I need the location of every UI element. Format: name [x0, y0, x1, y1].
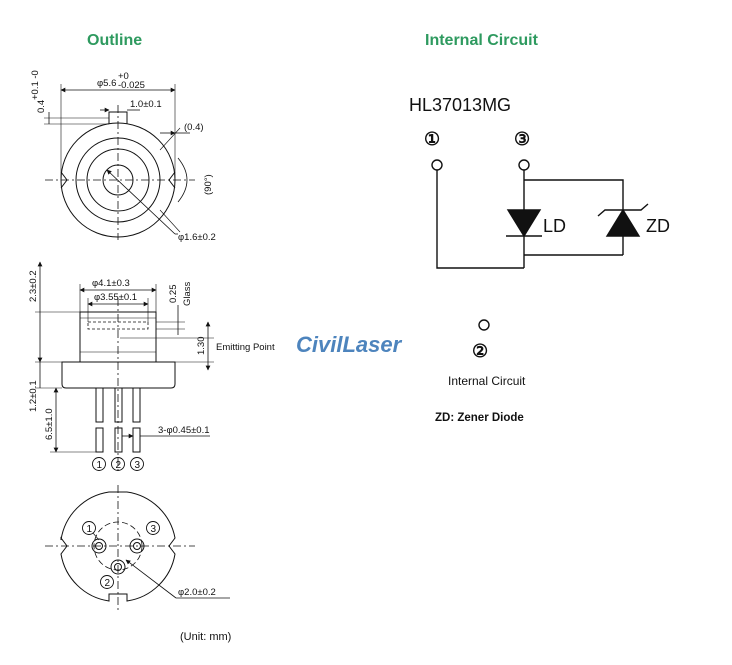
pin1-terminal	[431, 159, 443, 171]
zd-symbol	[605, 208, 641, 237]
lead-2-lower	[114, 427, 123, 453]
pin-circle-text: φ2.0±0.2	[178, 587, 216, 598]
lead-dia-text: 3-φ0.45±0.1	[158, 425, 210, 436]
angle-text: (90°)	[203, 174, 214, 195]
cap-dia-text: φ4.1±0.3	[92, 278, 130, 289]
flange-thk-text: 1.2±0.1	[28, 380, 39, 412]
wire-pin1	[436, 170, 524, 269]
outline-title: Outline	[87, 32, 143, 49]
svg-text:1: 1	[97, 460, 103, 471]
ld-symbol	[506, 209, 542, 238]
top-view	[44, 84, 195, 240]
unit-note: (Unit: mm)	[180, 631, 231, 643]
lead-2-upper	[114, 387, 123, 423]
dia-outer-tol-plus: +0	[118, 71, 129, 82]
zd-label: ZD	[646, 216, 670, 236]
lead-1-lower	[95, 427, 104, 453]
pin1-label: ①	[424, 129, 440, 149]
dia-outer-tol-minus: -0.025	[118, 80, 145, 91]
pin2-label: ②	[472, 341, 488, 361]
circuit-schematic	[431, 159, 649, 331]
lead-3-upper	[132, 387, 141, 423]
lead-1-upper	[95, 387, 104, 423]
svg-text:1: 1	[87, 524, 93, 535]
circuit-caption: Internal Circuit	[448, 374, 526, 388]
height-total-text: 2.3±0.2	[28, 270, 39, 302]
watermark-logo: CivilLaser	[296, 332, 403, 357]
emit-height-text: 1.30	[196, 337, 207, 356]
model-number: HL37013MG	[409, 95, 511, 115]
side-pin-numbers	[92, 457, 144, 471]
inner-dia-text: φ1.6±0.2	[178, 232, 216, 243]
circuit-title: Internal Circuit	[425, 32, 538, 49]
glass-label: Glass	[182, 281, 193, 306]
window-dia-text: φ3.55±0.1	[94, 292, 137, 303]
bottom-view	[45, 485, 230, 610]
glass-thk-text: 0.25	[168, 285, 179, 304]
pin3-label: ③	[514, 129, 530, 149]
svg-text:2: 2	[105, 578, 111, 589]
svg-text:3: 3	[135, 460, 141, 471]
pin2-terminal	[478, 319, 490, 331]
flange	[61, 361, 176, 389]
ld-label: LD	[543, 216, 566, 236]
side-view	[35, 261, 214, 470]
lead-3-lower	[132, 427, 141, 453]
pin3-terminal	[518, 159, 530, 171]
lead-len-text: 6.5±1.0	[44, 408, 55, 440]
svg-text:2: 2	[116, 460, 122, 471]
key-depth-text: (0.4)	[184, 122, 204, 133]
emit-label: Emitting Point	[216, 342, 275, 353]
svg-text:3: 3	[151, 524, 157, 535]
zd-legend: ZD: Zener Diode	[435, 412, 524, 424]
top-gap-tol-text: +0.1 -0	[30, 70, 41, 100]
top-gap-text: 0.4	[36, 100, 47, 113]
key-width-text: 1.0±0.1	[130, 99, 162, 110]
dia-outer-text: φ5.6	[97, 78, 116, 89]
